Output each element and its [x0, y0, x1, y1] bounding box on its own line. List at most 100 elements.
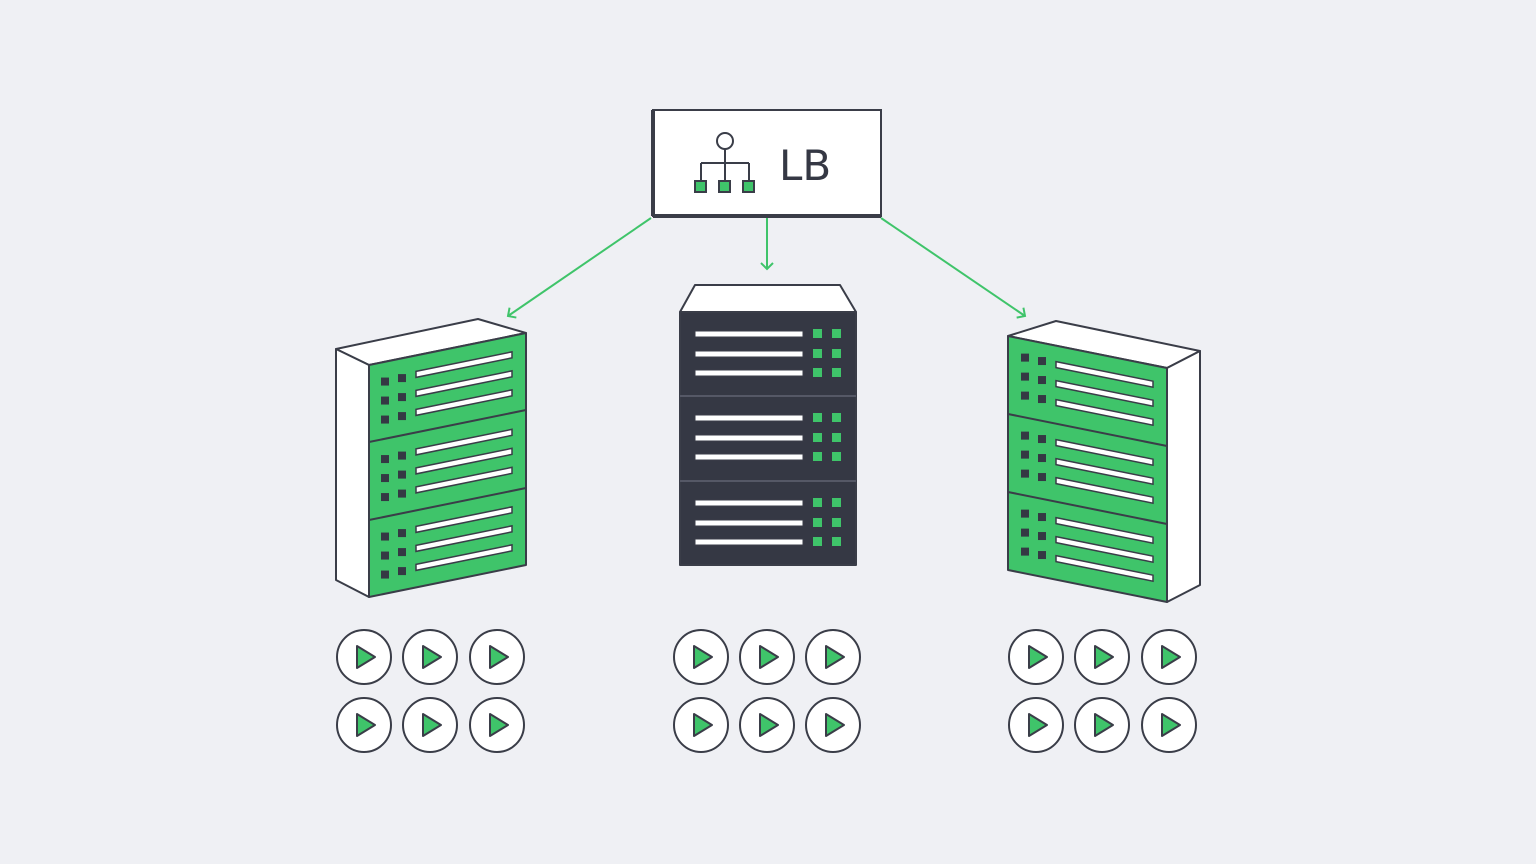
drive-slot [415, 447, 513, 475]
play-icon [1008, 629, 1064, 685]
drive-slot [1055, 554, 1154, 583]
status-led [832, 452, 841, 461]
status-led [398, 374, 406, 383]
drive-slot [694, 369, 804, 377]
drive-slot [1055, 516, 1154, 545]
status-led [1021, 391, 1029, 400]
status-led [1021, 431, 1029, 440]
drive-slot [415, 543, 513, 572]
status-led [1021, 547, 1029, 556]
status-led [832, 413, 841, 422]
drive-slot [694, 414, 804, 422]
status-led [1038, 376, 1046, 385]
drive-slot [694, 519, 804, 527]
status-led [381, 551, 389, 560]
play-icon [739, 697, 795, 753]
status-led [813, 518, 822, 527]
status-led [381, 396, 389, 405]
status-led [832, 433, 841, 442]
stream-group-left [336, 629, 525, 753]
status-led [398, 548, 406, 557]
status-led [398, 412, 406, 421]
status-led [813, 498, 822, 507]
status-led [398, 451, 406, 460]
server-rack-center-details [694, 329, 841, 546]
load-balancer-label: LB [779, 141, 831, 190]
status-led [1038, 357, 1046, 366]
drive-slot [1055, 438, 1154, 467]
drive-slot [1055, 476, 1154, 505]
drive-slot [415, 350, 513, 379]
status-led [1021, 353, 1029, 362]
status-led [381, 493, 389, 502]
status-led [381, 474, 389, 483]
status-led [381, 377, 389, 386]
drive-slot [415, 369, 513, 398]
arrow-to-left-server [506, 217, 652, 319]
status-led [813, 349, 822, 358]
status-led [1038, 551, 1046, 560]
status-led [1038, 435, 1046, 444]
status-led [1021, 509, 1029, 518]
status-led [1021, 450, 1029, 459]
status-led [832, 349, 841, 358]
status-led [832, 537, 841, 546]
drive-slot [694, 499, 804, 507]
play-icon [402, 697, 458, 753]
status-led [832, 368, 841, 377]
play-icon [805, 697, 861, 753]
status-led [813, 368, 822, 377]
status-led [813, 413, 822, 422]
play-icon [673, 629, 729, 685]
status-led [1021, 372, 1029, 381]
drive-slot [415, 428, 513, 456]
status-led [398, 489, 406, 498]
drive-slot [694, 538, 804, 546]
network-hierarchy-icon [694, 132, 755, 193]
play-icon [1074, 697, 1130, 753]
status-led [813, 433, 822, 442]
traffic-arrows [506, 217, 1027, 319]
drive-slot [694, 330, 804, 338]
status-led [832, 518, 841, 527]
play-icon [739, 629, 795, 685]
drive-slot [1055, 535, 1154, 564]
drive-slot [1055, 398, 1154, 427]
status-led [381, 415, 389, 424]
drive-slot [415, 505, 513, 534]
status-led [832, 329, 841, 338]
status-led [381, 570, 389, 579]
drive-slot [415, 388, 513, 417]
status-led [1021, 528, 1029, 537]
play-icon [336, 629, 392, 685]
drive-slot [694, 434, 804, 442]
status-led [1038, 454, 1046, 463]
play-icon [1141, 697, 1197, 753]
play-icon [805, 629, 861, 685]
status-led [398, 393, 406, 402]
status-led [1038, 532, 1046, 541]
play-icon [469, 697, 525, 753]
server-rack-left-details [381, 350, 513, 579]
play-icon [1008, 697, 1064, 753]
drive-slot [694, 453, 804, 461]
drive-slot [415, 466, 513, 494]
load-balancer-box: LB [651, 109, 882, 218]
server-rack-right [1007, 320, 1201, 603]
arrow-to-right-server [880, 217, 1027, 319]
stream-group-center [673, 629, 861, 753]
drive-slot [1055, 379, 1154, 408]
status-led [1021, 469, 1029, 478]
status-led [398, 567, 406, 576]
status-led [832, 498, 841, 507]
drive-slot [1055, 360, 1154, 389]
drive-slot [694, 350, 804, 358]
server-rack-right-details [1021, 353, 1154, 583]
play-icon [469, 629, 525, 685]
status-led [813, 329, 822, 338]
status-led [381, 532, 389, 541]
stream-group-right [1008, 629, 1197, 753]
status-led [1038, 473, 1046, 482]
status-led [1038, 395, 1046, 404]
